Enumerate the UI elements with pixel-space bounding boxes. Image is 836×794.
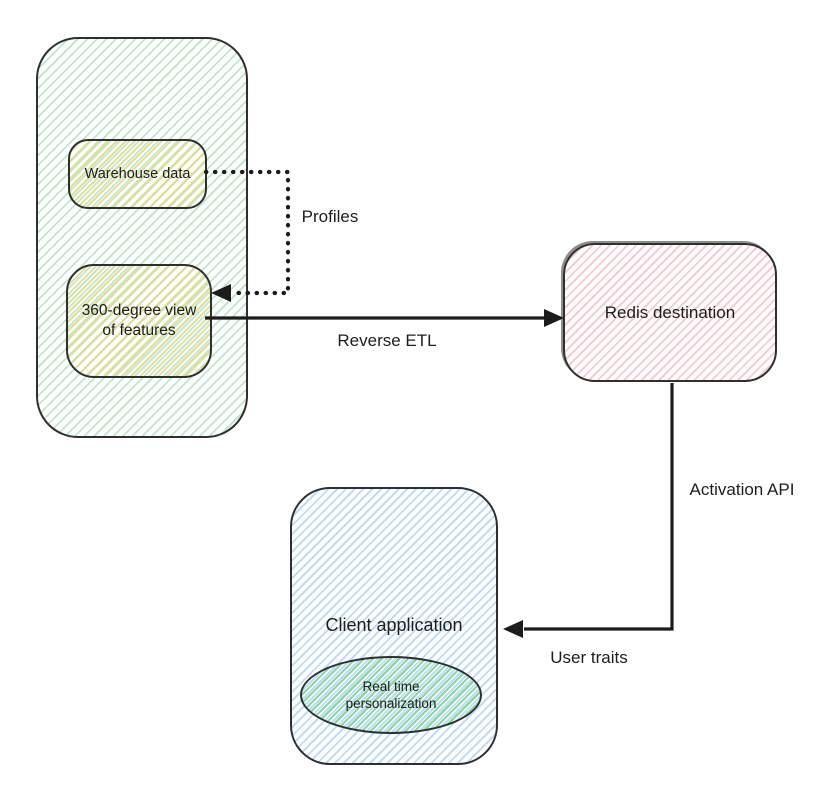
feature-view-label-line1: 360-degree view [81,302,197,319]
activation-api-edge [524,383,674,631]
client-application-label: Client application [325,615,463,635]
realtime-personalization-node: Real time personalization [300,656,482,734]
redis-destination-node: Redis destination [563,243,777,382]
feature-view-node: 360-degree view of features [66,264,212,378]
activation-api-edge-label: Activation API [689,480,795,499]
reverse-etl-arrowhead-icon [544,309,564,327]
profiles-edge-label: Profiles [301,207,359,226]
user-traits-edge-label: User traits [550,648,628,667]
reverse-etl-edge-label: Reverse ETL [337,331,437,350]
warehouse-data-node: Warehouse data [68,139,207,209]
warehouse-data-label: Warehouse data [84,166,191,182]
activation-api-arrowhead-icon [503,620,523,638]
feature-view-label-line2: of features [102,322,176,339]
realtime-personalization-line1: Real time [362,679,420,694]
redis-destination-label: Redis destination [604,302,736,322]
realtime-personalization-line2: personalization [345,696,437,711]
feature-store-group-node: Warehouse data 360-degree view of featur… [36,37,248,438]
client-application-node: Client application Real time personaliza… [290,487,498,765]
